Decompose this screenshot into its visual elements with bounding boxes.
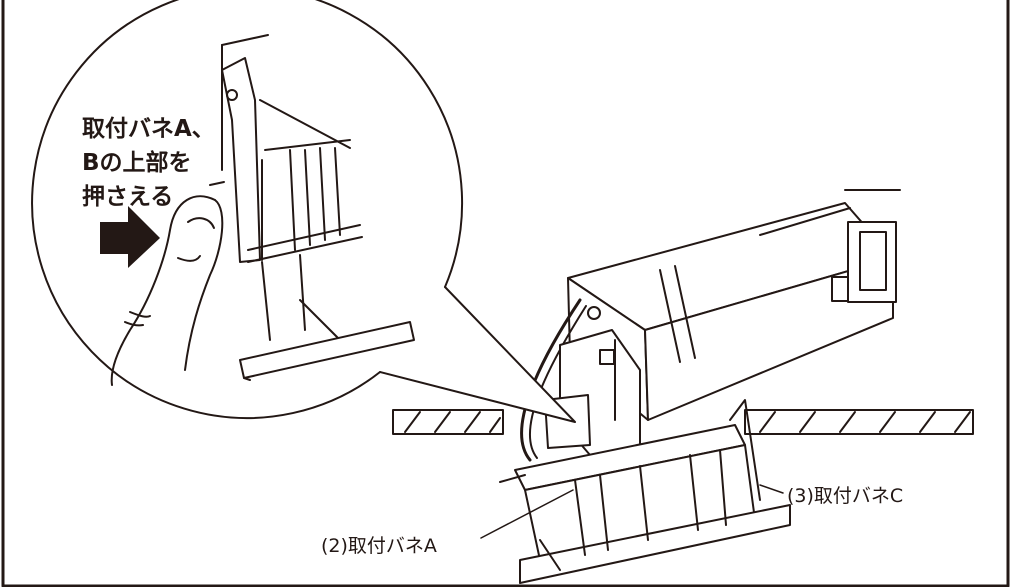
callout-line-3: 押さえる [82,184,174,210]
callout-line-2: Bの上部を [82,150,192,176]
finger-illustration [110,195,224,386]
leader-line-a [480,489,574,539]
magnifier-tail [379,286,576,423]
mounting-bracket [544,329,641,456]
leader-line-c [759,484,784,494]
label-spring-c: (3)取付バネC [787,485,904,507]
callout-line-1: 取付バネA、 [82,116,215,142]
fixture-housing [499,399,791,584]
push-arrow-icon [100,206,160,268]
label-spring-a: (2)取付バネA [321,535,437,557]
ceiling-panel-right [744,409,974,435]
ceiling-panel-left [392,409,504,435]
instruction-callout: 取付バネA、 Bの上部を 押さえる [82,112,215,214]
spring-detail [209,34,415,381]
